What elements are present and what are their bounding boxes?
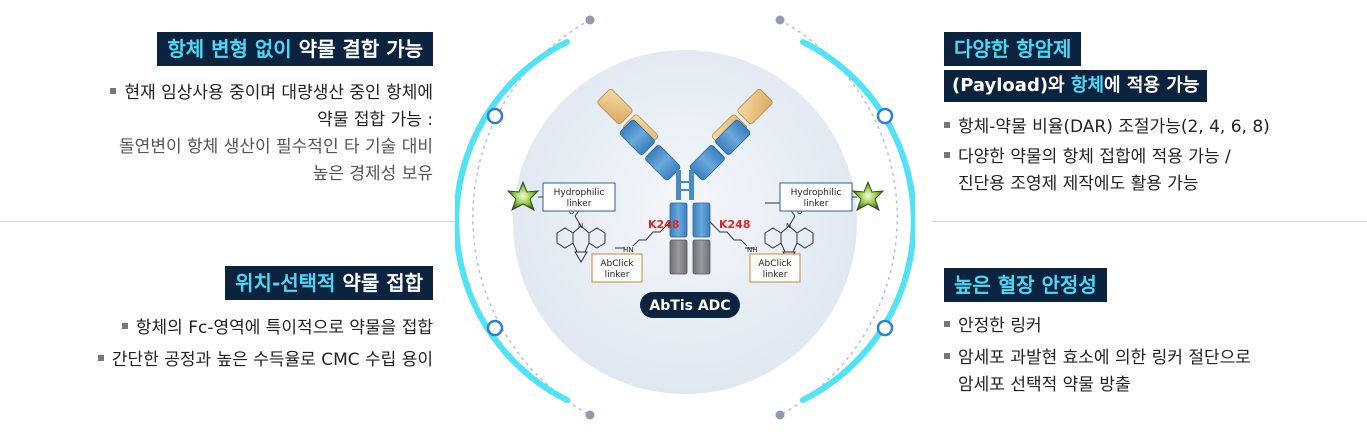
right-top-subtitle: (Payload)와 항체에 적용 가능 [944, 70, 1208, 102]
left-bottom-item-1: 항체의 Fc-영역에 특이적으로 약물을 접합 [98, 315, 433, 342]
right-abclick-label-2: linker [763, 270, 788, 280]
k248-right-label: K248 [719, 218, 751, 231]
adc-label-pill [640, 292, 740, 318]
right-top-list: 항체-약물 비율(DAR) 조절가능(2, 4, 6, 8) 다양한 약물의 항… [944, 114, 1270, 198]
left-bottom-title-highlight: 위치-선택적 [235, 271, 336, 295]
left-top-title-highlight: 항체 변형 없이 [167, 37, 292, 61]
left-abclick-label: AbClick [600, 259, 634, 269]
left-hydrophilic-label: Hydrophilic [554, 188, 605, 198]
right-top-item-2: 다양한 약물의 항체 접합에 적용 가능 / [944, 144, 1270, 171]
bullet-icon [944, 122, 950, 128]
ring-marker-icon [486, 107, 504, 125]
left-abclick-box [591, 253, 643, 283]
arc-dot-icon [775, 410, 785, 420]
ring-marker-icon [876, 319, 894, 337]
left-payload-star-icon [506, 180, 540, 212]
bullet-icon [97, 355, 104, 361]
right-hydrophilic-label-2: linker [804, 199, 829, 209]
right-bottom-item-2: 암세포 과발현 효소에 의한 링커 절단으로 [944, 345, 1251, 372]
left-molecule-icon [556, 202, 625, 263]
arc-dot-icon [775, 15, 785, 25]
left-top-title: 항체 변형 없이 약물 결합 가능 [157, 32, 433, 66]
left-divider [0, 221, 455, 222]
nh-right-label: NH [747, 246, 758, 254]
right-bottom-title: 높은 혈장 안정성 [944, 268, 1107, 302]
adc-label: AbTis ADC [649, 298, 730, 314]
left-bottom-title: 위치-선택적 약물 접합 [225, 266, 433, 300]
right-cyan-arc [800, 39, 915, 403]
right-linker-chain [709, 221, 748, 247]
left-bottom-list: 항체의 Fc-영역에 특이적으로 약물을 접합 간단한 공정과 높은 수득율로 … [97, 315, 433, 374]
bullet-icon [110, 88, 117, 94]
antibody-icon [597, 89, 773, 275]
right-payload-star-icon [851, 180, 885, 212]
nh-left-label: HN [623, 246, 634, 254]
right-divider [932, 221, 1367, 222]
left-linker-chain [632, 221, 671, 247]
right-molecule-icon [745, 202, 814, 263]
right-top-title: 다양한 항암제 [944, 32, 1082, 66]
right-abclick-label: AbClick [758, 259, 792, 269]
bullet-icon [944, 353, 950, 359]
n-right-label: N [786, 222, 791, 230]
right-bottom-item-1: 안정한 링커 [944, 313, 1251, 340]
arc-dot-icon [585, 15, 595, 25]
right-bottom-item-2-cont: 암세포 선택적 약물 방출 [958, 375, 1131, 395]
left-top-item-1-cont: 약물 접합 가능 : [317, 110, 433, 130]
left-cyan-arc [455, 39, 570, 403]
right-top-item-2-cont: 진단용 조영제 제작에도 활용 가능 [958, 174, 1199, 194]
o-right-label: O [797, 208, 803, 216]
ring-marker-icon [876, 107, 894, 125]
right-top-item-1: 항체-약물 비율(DAR) 조절가능(2, 4, 6, 8) [944, 114, 1270, 141]
left-bottom-item-2: 간단한 공정과 높은 수득율로 CMC 수립 용이 [97, 347, 433, 374]
bullet-icon [944, 152, 950, 158]
right-bottom-list: 안정한 링커 암세포 과발현 효소에 의한 링커 절단으로 암세포 선택적 약물… [944, 313, 1251, 399]
left-hydrophilic-label-2: linker [567, 199, 592, 209]
left-top-item-1: 현재 임상사용 중이며 대량생산 중인 항체에 [110, 80, 433, 107]
left-abclick-label-2: linker [605, 270, 630, 280]
left-top-item-1-detail: 돌연변이 항체 생산이 필수적인 타 기술 대비 [119, 137, 433, 157]
left-top-title-rest: 약물 결합 가능 [291, 37, 423, 61]
left-bottom-title-rest: 약물 접합 [335, 271, 423, 295]
left-top-list: 현재 임상사용 중이며 대량생산 중인 항체에 약물 접합 가능 : 돌연변이 … [110, 80, 433, 188]
left-top-item-1-detail-2: 높은 경제성 보유 [312, 164, 433, 184]
ring-marker-icon [486, 319, 504, 337]
k248-left-label: K248 [648, 218, 680, 231]
arc-dot-icon [585, 410, 595, 420]
bullet-icon [944, 321, 950, 327]
adc-diagram: K248 K248 HN NH O N O N Hydrophilic link… [455, 15, 915, 420]
n-left-label: N [578, 222, 583, 230]
right-hydrophilic-label: Hydrophilic [791, 188, 842, 198]
bullet-icon [121, 323, 128, 329]
o-left-label: O [569, 208, 575, 216]
right-abclick-box [749, 253, 801, 283]
